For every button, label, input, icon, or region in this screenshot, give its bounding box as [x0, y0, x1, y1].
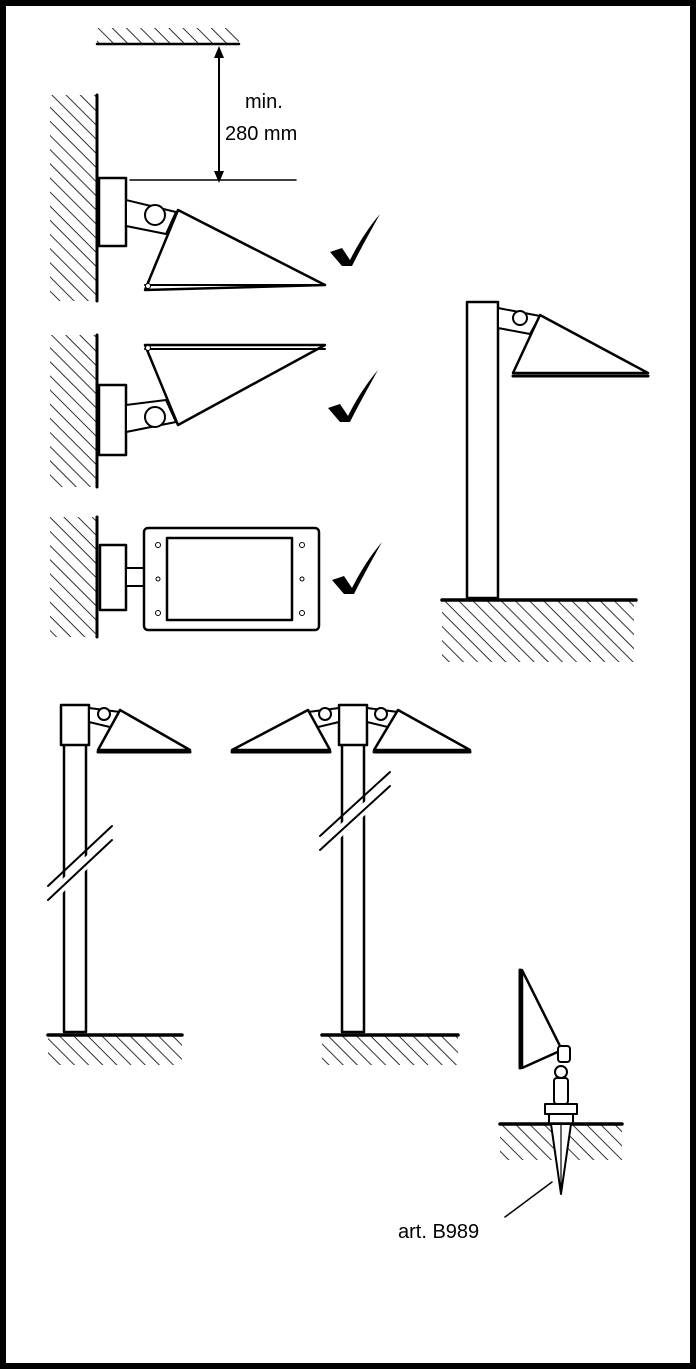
- wall-mount-front-view: [50, 515, 321, 639]
- wall-mount-downward: [50, 93, 327, 303]
- dimension-label-min: min.: [245, 91, 283, 113]
- short-post-mount: [440, 300, 650, 662]
- dimension-arrow: [129, 46, 297, 183]
- check-icon: [328, 370, 378, 422]
- check-icon: [332, 542, 382, 594]
- ground-spike-mount: [498, 968, 624, 1218]
- dimension-label-value: 280 mm: [225, 123, 297, 145]
- tall-post-double: [230, 703, 472, 1065]
- check-icon: [330, 214, 380, 266]
- accessory-label: art. B989: [398, 1221, 479, 1243]
- ceiling-hatch: [95, 28, 241, 46]
- tall-post-single: [44, 703, 192, 1065]
- wall-mount-upward: [50, 333, 327, 489]
